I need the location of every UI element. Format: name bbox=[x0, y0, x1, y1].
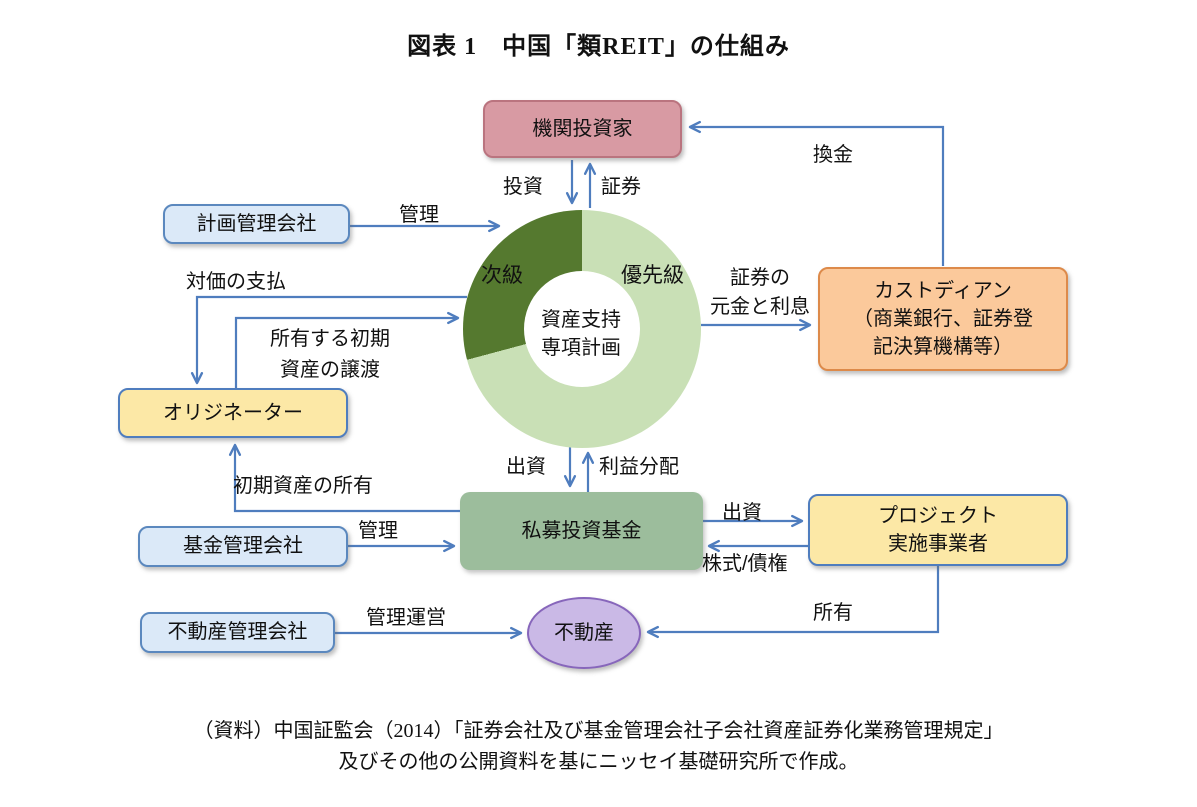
node-plan-management-company: 計画管理会社 bbox=[163, 204, 350, 244]
label-redemption: 換金 bbox=[813, 144, 853, 166]
node-fund-management-company: 基金管理会社 bbox=[138, 526, 348, 567]
donut-hole bbox=[524, 271, 640, 387]
label-manage-bottom: 管理 bbox=[358, 520, 398, 542]
node-re-management-company: 不動産管理会社 bbox=[140, 612, 335, 653]
label-shares-bonds: 株式/債権 bbox=[702, 553, 788, 575]
node-project-operator: プロジェクト 実施事業者 bbox=[808, 494, 1068, 566]
label-initial-ownership: 初期資産の所有 bbox=[233, 475, 373, 497]
label-principal-interest: 証券の 元金と利息 bbox=[710, 267, 810, 318]
source-note-line1: （資料）中国証監会（2014）「証券会社及び基金管理会社子会社資産証券化業務管理… bbox=[193, 720, 1004, 742]
node-institutional-investors: 機関投資家 bbox=[483, 100, 682, 158]
arrow-own bbox=[646, 566, 940, 639]
node-private-fund: 私募投資基金 bbox=[460, 492, 703, 570]
asset-plan-donut bbox=[463, 210, 701, 448]
node-custodian: カストディアン （商業銀行、証券登 記決算機構等） bbox=[818, 267, 1068, 371]
label-profit-distribution: 利益分配 bbox=[599, 456, 679, 478]
label-invest: 投資 bbox=[503, 176, 543, 198]
arrow-redemption bbox=[688, 120, 945, 266]
node-originator: オリジネーター bbox=[118, 388, 348, 438]
source-note-line2: 及びその他の公開資料を基にニッセイ基礎研究所で作成。 bbox=[338, 751, 859, 773]
source-note: （資料）中国証監会（2014）「証券会社及び基金管理会社子会社資産証券化業務管理… bbox=[0, 716, 1197, 778]
arrow-consideration bbox=[190, 295, 467, 385]
label-equity-down: 出資 bbox=[506, 456, 546, 478]
label-own: 所有 bbox=[813, 602, 853, 624]
donut-senior-label: 優先級 bbox=[621, 264, 684, 287]
arrow-initial-ownership bbox=[228, 443, 460, 513]
label-manage-top: 管理 bbox=[399, 204, 439, 226]
label-consideration: 対価の支払 bbox=[186, 271, 286, 293]
label-equity-right: 出資 bbox=[722, 502, 762, 524]
arrow-asset-transfer bbox=[234, 311, 460, 388]
label-asset-transfer: 所有する初期 資産の譲渡 bbox=[270, 328, 390, 381]
donut-subordinate-label: 次級 bbox=[481, 264, 523, 287]
label-securities: 証券 bbox=[601, 176, 641, 198]
label-manage-operate: 管理運営 bbox=[366, 607, 446, 629]
donut-center-label: 資産支持 専項計画 bbox=[541, 309, 621, 359]
node-real-estate: 不動産 bbox=[527, 597, 641, 669]
page-title: 図表 1 中国「類REIT」の仕組み bbox=[407, 34, 790, 60]
